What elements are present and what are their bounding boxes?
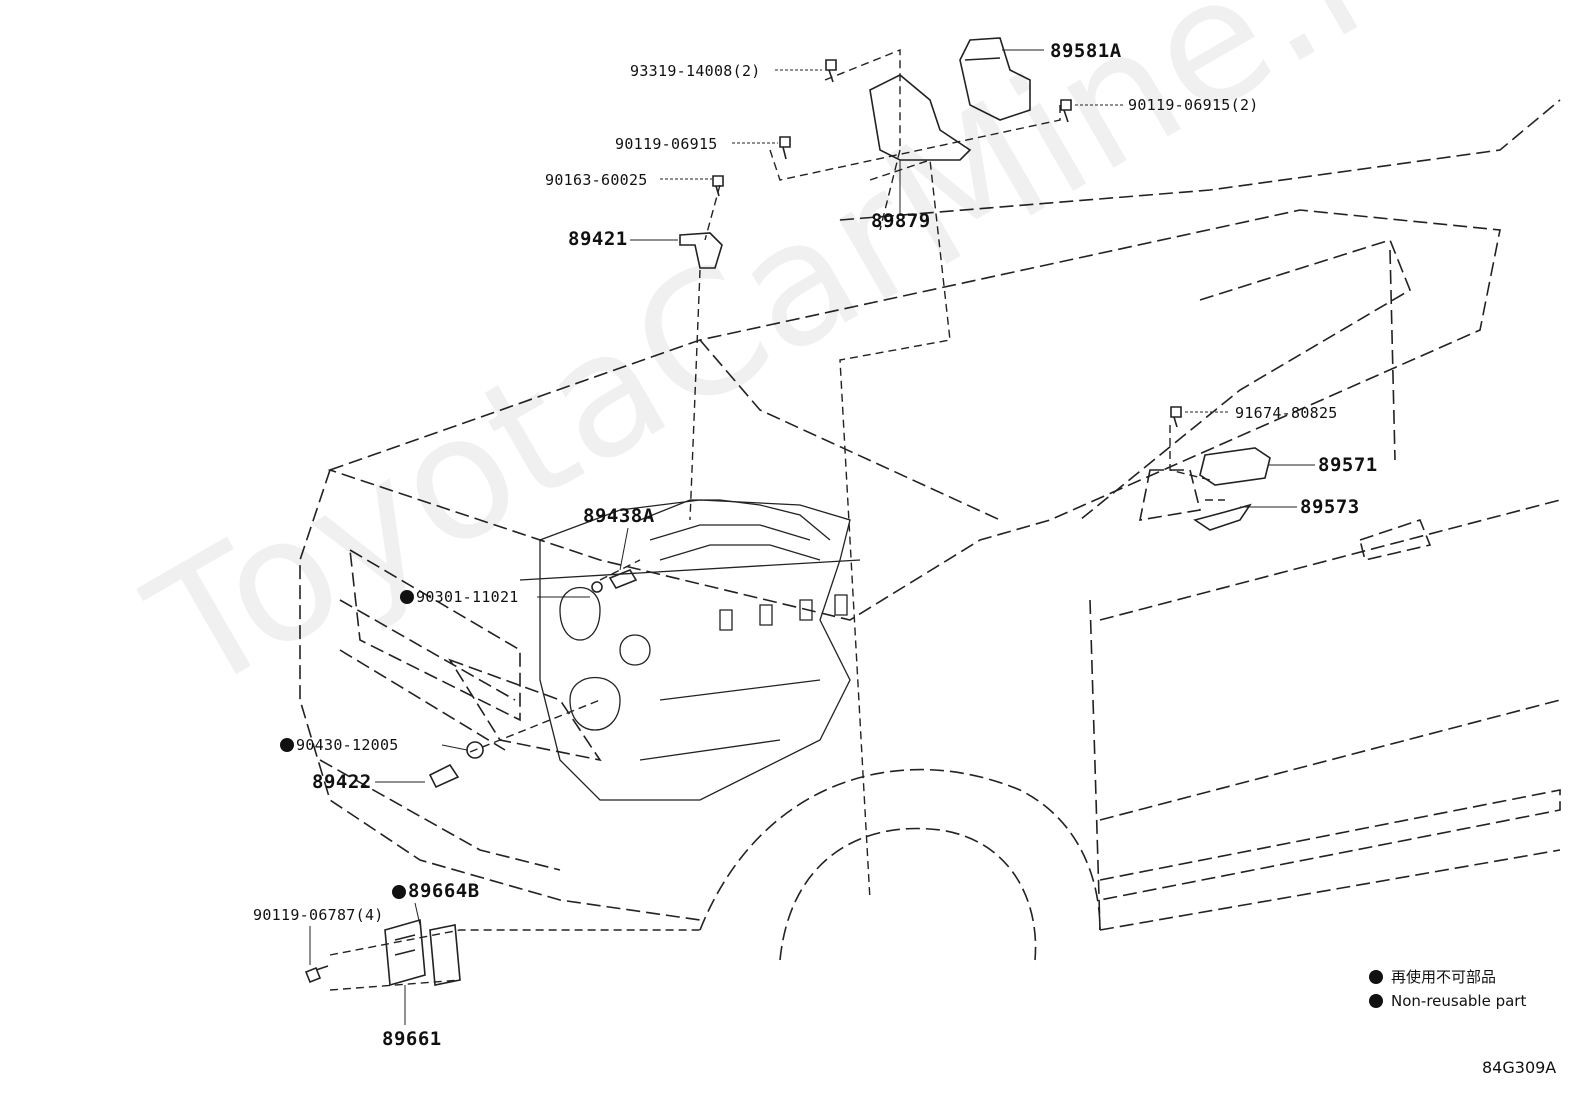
label-89661[interactable]: 89661 [382, 1028, 442, 1050]
label-leaders [309, 49, 1315, 1025]
label-89664B[interactable]: 89664B [392, 880, 480, 902]
label-90301-11021[interactable]: 90301-11021 [400, 588, 519, 606]
label-90430-12005-text: 90430-12005 [296, 736, 399, 754]
label-91674-80825[interactable]: 91674-80825 [1235, 404, 1338, 422]
legend-row-jp: 再使用不可部品 [1369, 966, 1496, 987]
non-reusable-marker-icon [392, 885, 406, 899]
non-reusable-marker-icon [400, 590, 414, 604]
label-89422[interactable]: 89422 [312, 771, 372, 793]
label-89421[interactable]: 89421 [568, 228, 628, 250]
label-89571[interactable]: 89571 [1318, 454, 1378, 476]
legend-text-en: Non-reusable part [1391, 992, 1527, 1010]
leader-lines [329, 48, 1225, 991]
legend-text-jp: 再使用不可部品 [1391, 968, 1497, 986]
engine-assembly [519, 499, 861, 801]
label-90430-12005[interactable]: 90430-12005 [280, 736, 399, 754]
label-89581A[interactable]: 89581A [1050, 40, 1122, 62]
label-89879[interactable]: 89879 [871, 210, 931, 232]
label-89438A[interactable]: 89438A [583, 505, 655, 527]
label-90119-06915-2[interactable]: 90119-06915(2) [1128, 96, 1259, 114]
label-90119-06787[interactable]: 90119-06787(4) [253, 906, 384, 924]
part-sketches [304, 37, 1271, 987]
non-reusable-marker-icon [280, 738, 294, 752]
vehicle-outline [299, 99, 1561, 961]
diagram-code: 84G309A [1482, 1058, 1557, 1077]
label-89573[interactable]: 89573 [1300, 496, 1360, 518]
legend-row-en: Non-reusable part [1369, 992, 1526, 1010]
label-89664B-text: 89664B [408, 880, 480, 902]
label-93319-14008[interactable]: 93319-14008(2) [630, 62, 761, 80]
non-reusable-marker-icon [1369, 994, 1383, 1008]
label-90163-60025[interactable]: 90163-60025 [545, 171, 648, 189]
label-90301-11021-text: 90301-11021 [416, 588, 519, 606]
non-reusable-marker-icon [1369, 970, 1383, 984]
label-90119-06915[interactable]: 90119-06915 [615, 135, 718, 153]
